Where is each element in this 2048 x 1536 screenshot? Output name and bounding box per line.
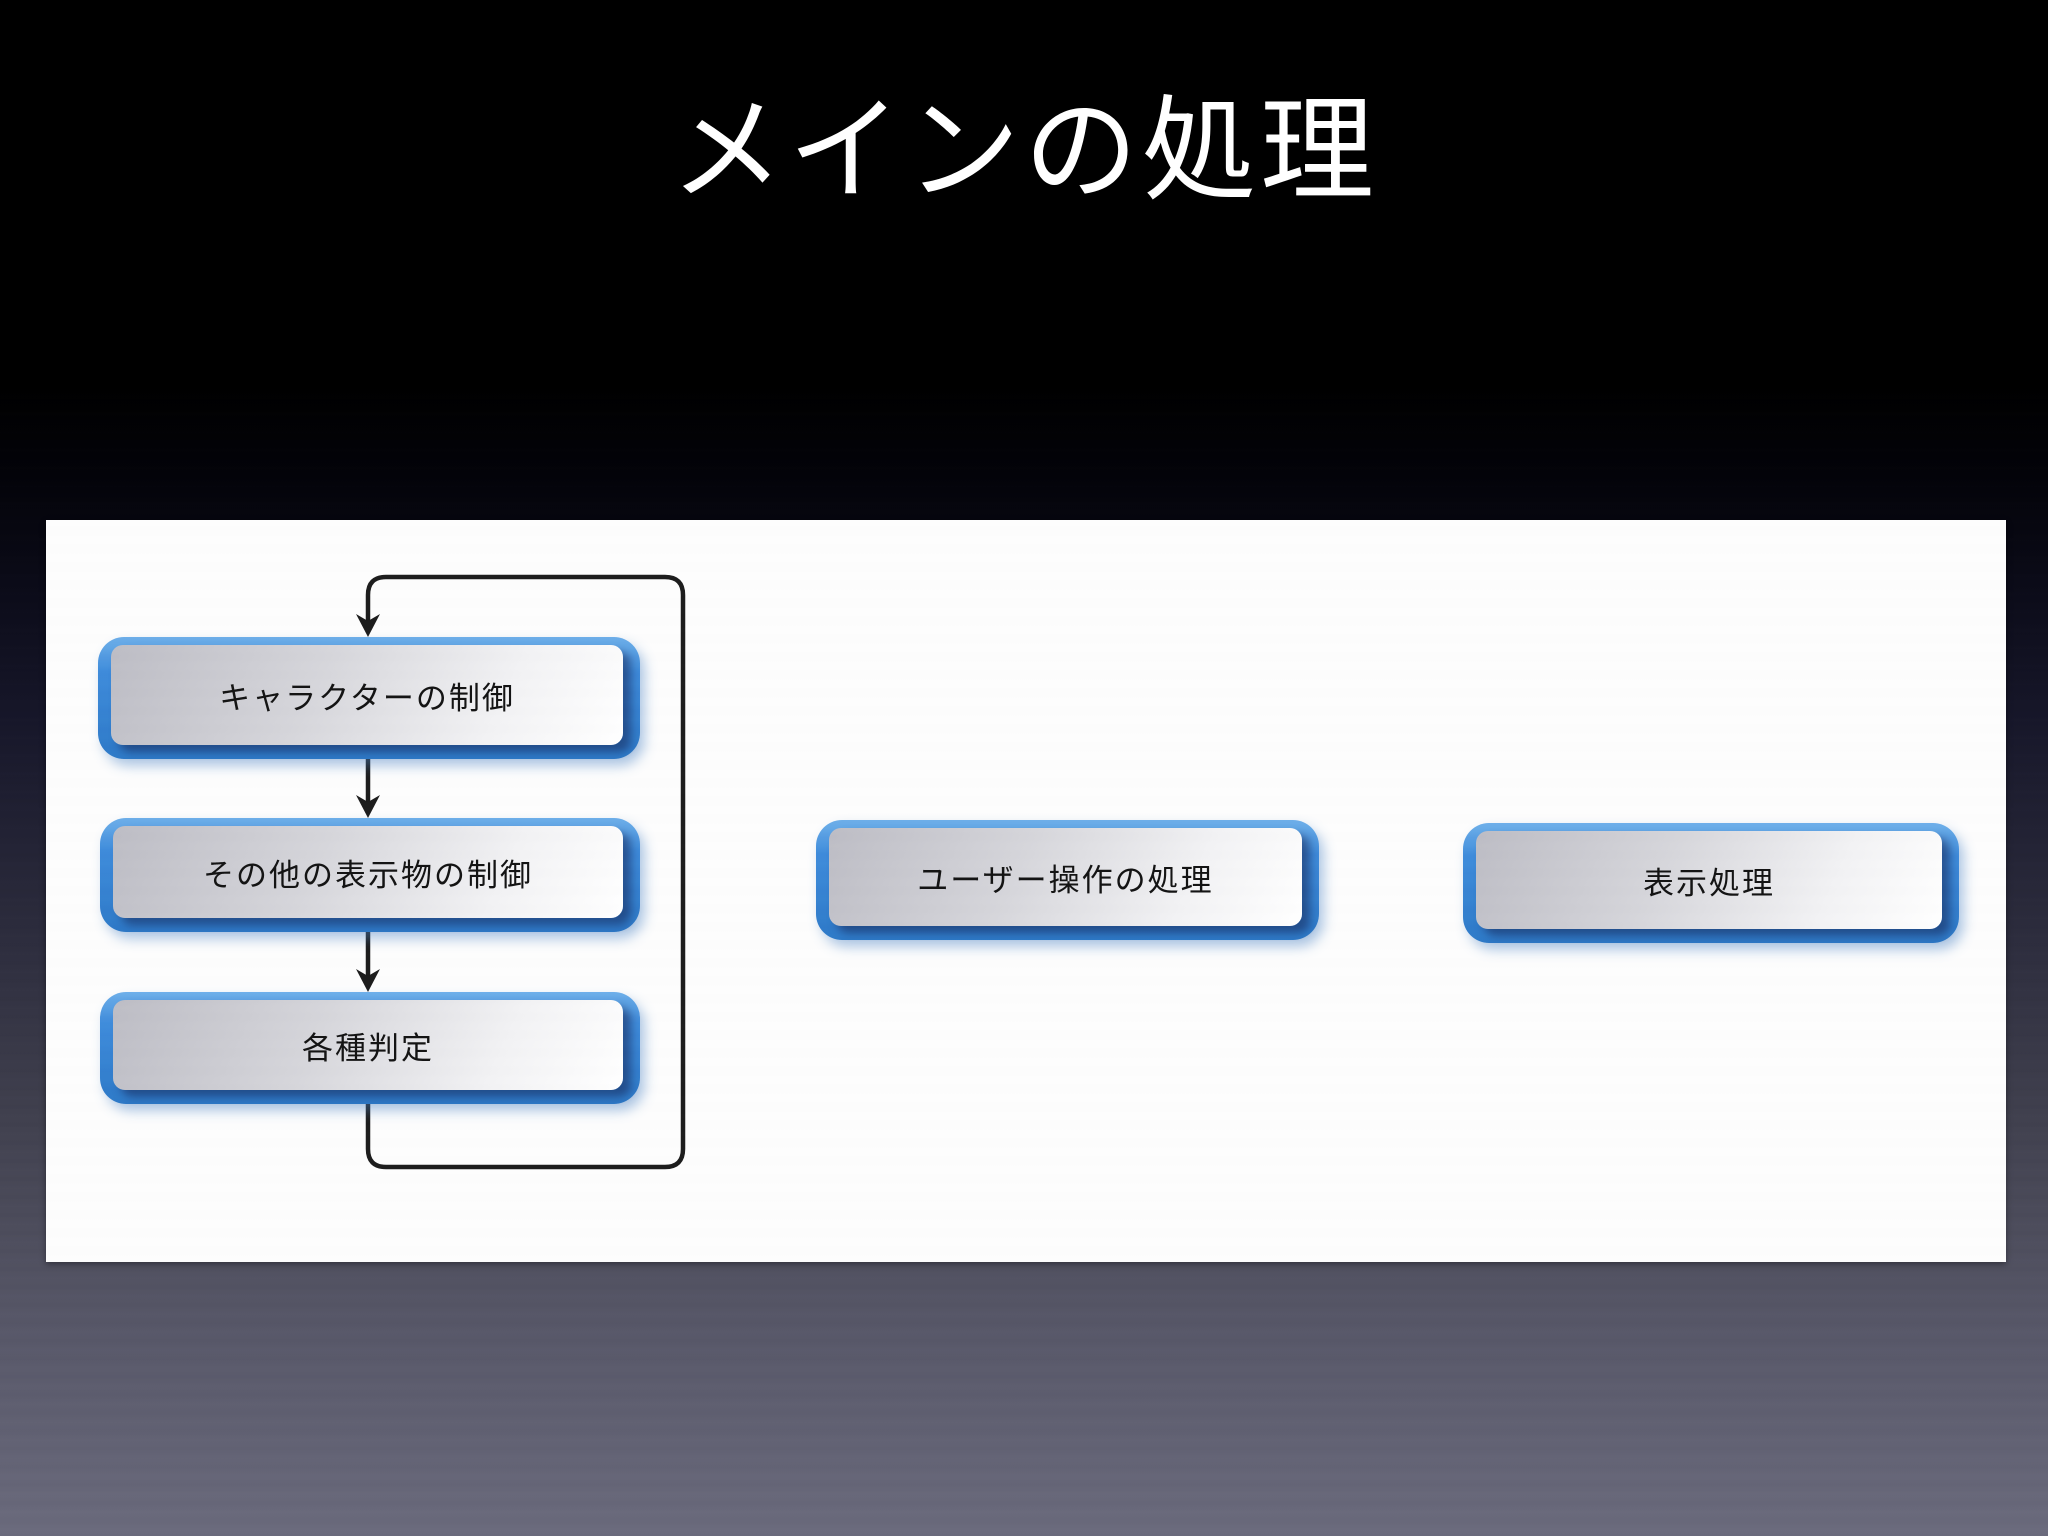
node-character-control-face: キャラクターの制御 bbox=[111, 645, 623, 745]
arrowhead-into-box1-icon bbox=[356, 614, 380, 637]
node-label: キャラクターの制御 bbox=[219, 680, 515, 716]
node-various-judgements: 各種判定 bbox=[100, 992, 640, 1104]
node-label: その他の表示物の制御 bbox=[203, 857, 533, 893]
node-character-control: キャラクターの制御 bbox=[98, 637, 640, 759]
arrowhead-into-box2-icon bbox=[356, 795, 380, 818]
node-user-input-processing-face: ユーザー操作の処理 bbox=[829, 828, 1302, 926]
node-label: 各種判定 bbox=[302, 1030, 434, 1066]
node-label: 表示処理 bbox=[1643, 865, 1775, 901]
node-other-display-control-face: その他の表示物の制御 bbox=[113, 826, 623, 918]
node-various-judgements-face: 各種判定 bbox=[113, 1000, 623, 1090]
node-display-processing-face: 表示処理 bbox=[1476, 831, 1942, 929]
slide-title: メインの処理 bbox=[669, 88, 1378, 215]
loop-back-line bbox=[365, 574, 686, 1170]
flow-connector-lines bbox=[356, 574, 686, 1170]
node-other-display-control: その他の表示物の制御 bbox=[100, 818, 640, 932]
diagram-panel: キャラクターの制御 その他の表示物の制御 各種判定 ユーザー操作の処理 表示処理 bbox=[46, 520, 2006, 1262]
node-user-input-processing: ユーザー操作の処理 bbox=[816, 820, 1319, 940]
arrowhead-into-box3-icon bbox=[356, 969, 380, 992]
node-label: ユーザー操作の処理 bbox=[917, 862, 1214, 898]
node-display-processing: 表示処理 bbox=[1463, 823, 1959, 943]
